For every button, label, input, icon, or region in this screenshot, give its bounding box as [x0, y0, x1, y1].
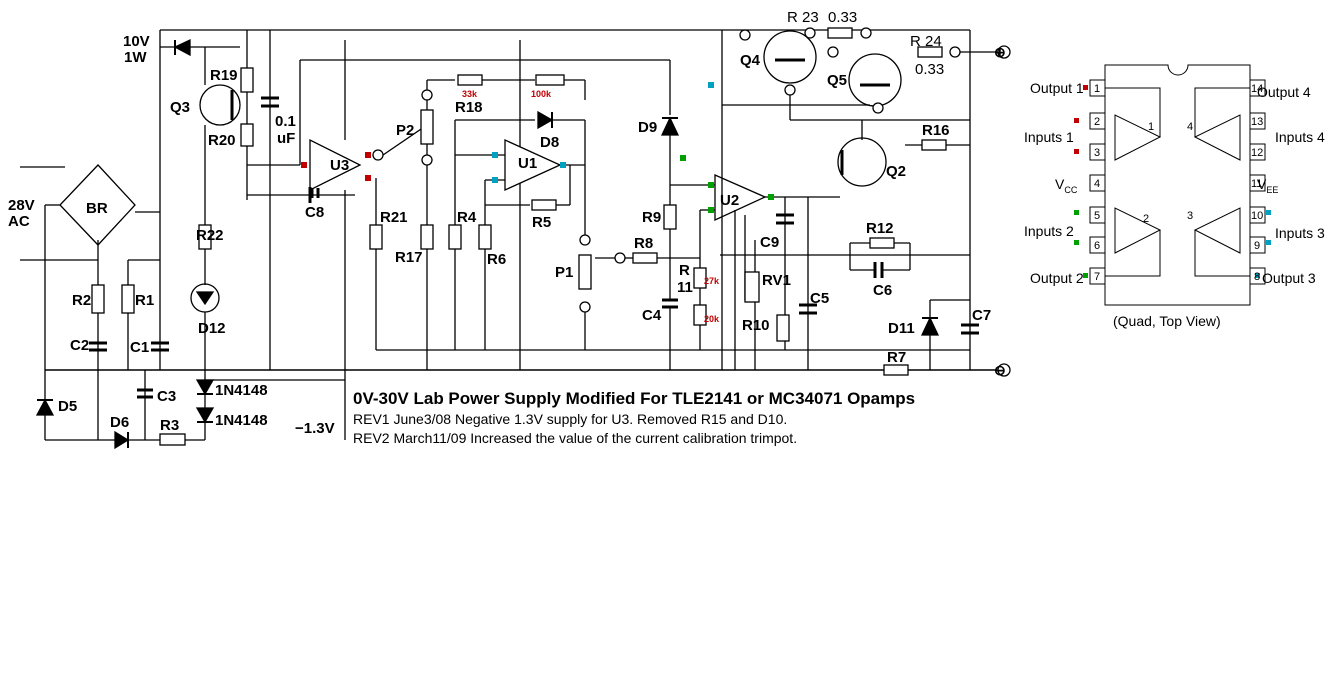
c4-label: C4 — [642, 307, 662, 324]
r23-label: R 23 — [787, 9, 819, 26]
d5-label: D5 — [58, 398, 77, 415]
schematic-title: 0V-30V Lab Power Supply Modified For TLE… — [353, 389, 915, 408]
pin-13: 13 — [1251, 116, 1263, 128]
r16-label: R16 — [922, 122, 950, 139]
c9-label: C9 — [760, 234, 779, 251]
pin-9: 9 — [1254, 240, 1260, 252]
r11-label-b: 11 — [677, 279, 693, 296]
pin-2: 2 — [1094, 116, 1100, 128]
r6-label: R6 — [487, 251, 506, 268]
r11-20k-value: 20k — [704, 314, 720, 324]
output3-label: Output 3 — [1262, 270, 1316, 286]
r10-label: R10 — [742, 317, 770, 334]
r4-label: R4 — [457, 209, 477, 226]
diode-1n4148-b: 1N4148 — [215, 412, 268, 429]
inputs3-label: Inputs 3 — [1275, 225, 1325, 241]
r24-value: 0.33 — [915, 61, 944, 78]
r12-label: R12 — [866, 220, 894, 237]
pin-1: 1 — [1094, 83, 1100, 95]
r8-label: R8 — [634, 235, 653, 252]
vee-label: VEE — [1257, 176, 1278, 195]
cap-value: 0.1 — [275, 113, 296, 130]
amp-num-4: 4 — [1187, 121, 1193, 133]
amp-num-2: 2 — [1143, 213, 1149, 225]
d6-label: D6 — [110, 414, 129, 431]
pin-3: 3 — [1094, 147, 1100, 159]
p1-label: P1 — [555, 264, 573, 281]
q2-label: Q2 — [886, 163, 906, 180]
plus-terminal: ⊕ — [994, 44, 1006, 60]
pot-100k-value: 100k — [531, 89, 552, 99]
r18-value: 33k — [462, 89, 478, 99]
q3-label: Q3 — [170, 99, 190, 116]
q4-label: Q4 — [740, 52, 761, 69]
opamp-pinout: Output 1 Inputs 1 VCC Inputs 2 Output 2 … — [1024, 64, 1325, 329]
output2-label: Output 2 — [1030, 270, 1084, 286]
revision-1: REV1 June3/08 Negative 1.3V supply for U… — [353, 411, 787, 427]
r17-label: R17 — [395, 249, 423, 266]
output4-label: Output 4 — [1257, 84, 1311, 100]
c3-label: C3 — [157, 388, 176, 405]
q5-label: Q5 — [827, 72, 847, 89]
r2-label: R2 — [72, 292, 91, 309]
pin-11: 11 — [1251, 178, 1262, 190]
r7-label: R7 — [887, 349, 906, 366]
pin-10: 10 — [1251, 210, 1263, 222]
u2-label: U2 — [720, 192, 739, 209]
r11-label-a: R — [679, 262, 690, 279]
c2-label: C2 — [70, 337, 89, 354]
pin-7: 7 — [1094, 271, 1100, 283]
c1-label: C1 — [130, 339, 149, 356]
r21-label: R21 — [380, 209, 408, 226]
u3-label: U3 — [330, 157, 349, 174]
r20-label: R20 — [208, 132, 236, 149]
p2-label: P2 — [396, 122, 414, 139]
r3-label: R3 — [160, 417, 179, 434]
zener-power-label: 1W — [124, 49, 147, 66]
rv1-label: RV1 — [762, 272, 791, 289]
revision-2: REV2 March11/09 Increased the value of t… — [353, 430, 797, 446]
pin-14: 14 — [1251, 83, 1263, 95]
pin-5: 5 — [1094, 210, 1100, 222]
r22-label: R22 — [196, 227, 224, 244]
cap-unit: uF — [277, 130, 295, 147]
amp-num-1: 1 — [1148, 121, 1154, 133]
c8-label: C8 — [305, 204, 324, 221]
pin-8: 8 — [1254, 271, 1260, 283]
inputs1-label: Inputs 1 — [1024, 129, 1074, 145]
c7-label: C7 — [972, 307, 991, 324]
pin-6: 6 — [1094, 240, 1100, 252]
u1-label: U1 — [518, 155, 537, 172]
diode-1n4148-a: 1N4148 — [215, 382, 268, 399]
inputs2-label: Inputs 2 — [1024, 223, 1074, 239]
d9-label: D9 — [638, 119, 657, 136]
vcc-label: VCC — [1055, 176, 1078, 195]
bridge-label: BR — [86, 200, 108, 217]
r1-label: R1 — [135, 292, 154, 309]
pinout-caption: (Quad, Top View) — [1113, 313, 1221, 329]
r19-label: R19 — [210, 67, 238, 84]
r9-label: R9 — [642, 209, 661, 226]
r18-label: R18 — [455, 99, 483, 116]
inputs4-label: Inputs 4 — [1275, 129, 1325, 145]
r11-27k-value: 27k — [704, 276, 720, 286]
d8-label: D8 — [540, 134, 559, 151]
neg-supply-label: −1.3V — [295, 420, 335, 437]
pin-4: 4 — [1094, 178, 1100, 190]
d12-label: D12 — [198, 320, 226, 337]
c6-label: C6 — [873, 282, 892, 299]
input-voltage-label: 28V — [8, 197, 35, 214]
zener-voltage-label: 10V — [123, 33, 150, 50]
minus-terminal: ⊖ — [994, 362, 1006, 378]
pin-12: 12 — [1251, 147, 1263, 159]
output1-label: Output 1 — [1030, 80, 1084, 96]
d11-label: D11 — [888, 320, 915, 337]
amp-num-3: 3 — [1187, 210, 1193, 222]
r5-label: R5 — [532, 214, 551, 231]
r24-label: R 24 — [910, 33, 942, 50]
input-type-label: AC — [8, 213, 30, 230]
r23-value: 0.33 — [828, 9, 857, 26]
c5-label: C5 — [810, 290, 829, 307]
